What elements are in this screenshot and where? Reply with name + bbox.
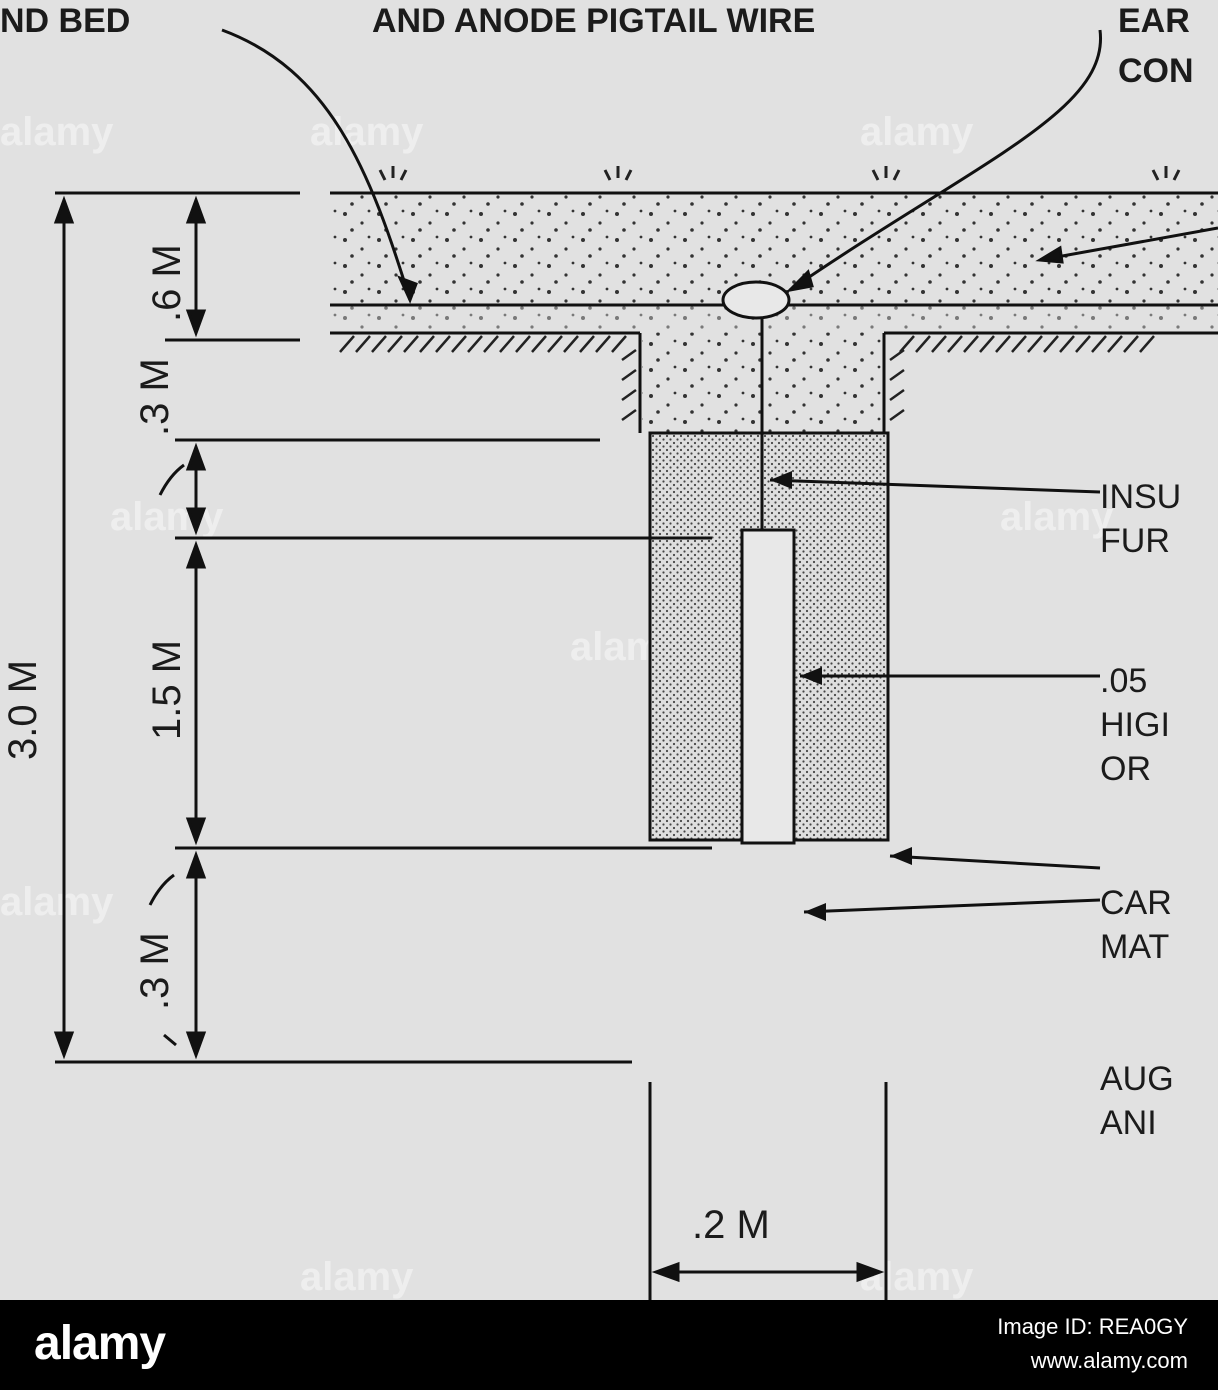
callout-arrowheads bbox=[770, 471, 912, 921]
dimension-lines bbox=[53, 195, 207, 1060]
callout-auger-1: AUG bbox=[1100, 1060, 1174, 1098]
watermark-text: alamy bbox=[860, 1255, 974, 1299]
watermark-text: alamy bbox=[860, 110, 974, 154]
top-labels: ND BED AND ANODE PIGTAIL WIRE EAR CON bbox=[0, 2, 1194, 90]
footer-logo[interactable]: alamy bbox=[34, 1317, 166, 1370]
earth-hatching bbox=[339, 335, 1155, 422]
dim-hole-width: .2 M bbox=[692, 1203, 770, 1247]
callout-insulated-1: INSU bbox=[1100, 478, 1181, 516]
callout-backfill-1: CAR bbox=[1100, 884, 1172, 922]
callout-anode-2: HIGI bbox=[1100, 706, 1170, 744]
dim-lower-gap: .3 M bbox=[133, 932, 177, 1010]
anode-rod bbox=[740, 528, 796, 845]
label-earth-2: CON bbox=[1118, 52, 1194, 90]
watermark-text: alamy bbox=[310, 110, 424, 154]
right-callouts bbox=[769, 478, 1101, 914]
callout-auger-2: ANI bbox=[1100, 1104, 1157, 1142]
callout-anode-1: .05 bbox=[1100, 662, 1147, 700]
width-dimension bbox=[648, 1082, 888, 1300]
anode-installation-diagram: alamy alamy alamy alamy alamy alamy alam… bbox=[0, 0, 1218, 1300]
callout-anode-3: OR bbox=[1100, 750, 1151, 788]
image-id-text: Image ID: REA0GY bbox=[997, 1314, 1188, 1339]
footer-bar: alamy Image ID: REA0GY www.alamy.com bbox=[0, 1300, 1218, 1390]
label-anode-pigtail-wire: AND ANODE PIGTAIL WIRE bbox=[372, 2, 815, 40]
diagram-area: alamy alamy alamy alamy alamy alamy alam… bbox=[0, 0, 1218, 1300]
watermark-text: alamy bbox=[1000, 495, 1114, 539]
watermark-text: alamy bbox=[0, 110, 114, 154]
dim-anode-length: 1.5 M bbox=[145, 640, 189, 740]
dim-total-depth: 3.0 M bbox=[1, 660, 45, 760]
extension-lines bbox=[55, 191, 712, 1064]
callout-texts: INSU FUR .05 HIGI OR CAR MAT AUG ANI bbox=[1100, 478, 1181, 1142]
footer-image-info: Image ID: REA0GY www.alamy.com bbox=[997, 1310, 1188, 1378]
dimension-texts: 3.0 M .6 M .3 M 1.5 M .3 M bbox=[1, 244, 189, 1010]
watermark-text: alamy bbox=[0, 880, 114, 924]
site-url-link[interactable]: www.alamy.com bbox=[1030, 1348, 1188, 1373]
callout-insulated-2: FUR bbox=[1100, 522, 1170, 560]
label-ground-bed: ND BED bbox=[0, 2, 130, 40]
watermark-text: alamy bbox=[300, 1255, 414, 1299]
splice-connector bbox=[721, 280, 791, 320]
watermark-text: alamy bbox=[110, 495, 224, 539]
dim-top-layer: .6 M bbox=[145, 244, 189, 322]
dim-upper-gap: .3 M bbox=[133, 358, 177, 436]
leader-lines bbox=[221, 28, 1218, 304]
callout-backfill-2: MAT bbox=[1100, 928, 1169, 966]
grass-tufts bbox=[378, 166, 1181, 181]
label-earth-1: EAR bbox=[1118, 2, 1190, 40]
